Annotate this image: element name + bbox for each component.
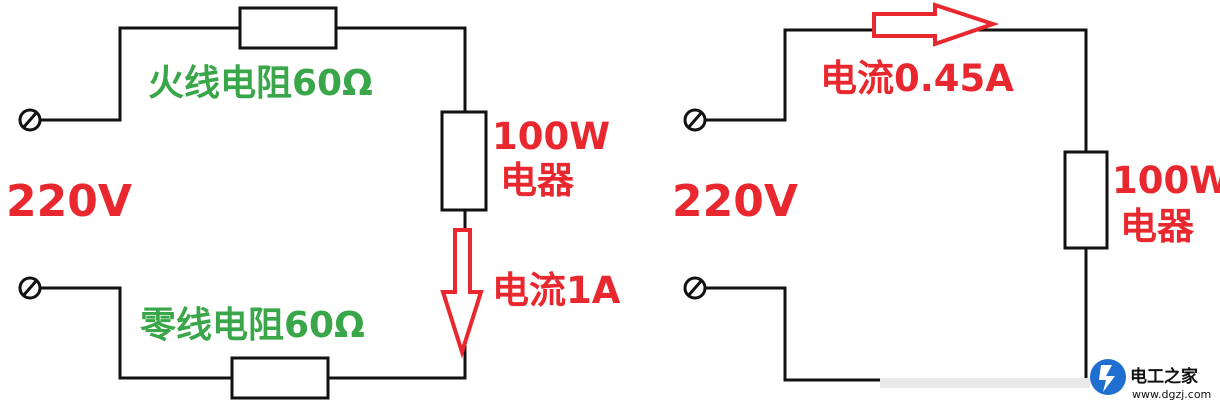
left-appliance-power-label: 100W <box>492 115 611 158</box>
live-line-resistance-label: 火线电阻60Ω <box>148 63 373 104</box>
left-appliance-resistor <box>440 110 488 212</box>
right-current-label: 电流0.45A <box>820 57 1014 100</box>
right-current-arrow <box>872 2 1000 47</box>
left-current-arrow <box>440 228 484 359</box>
right-appliance-power-label: 100W <box>1112 159 1220 202</box>
left-neutral-wire <box>40 286 232 380</box>
left-current-label: 电流1A <box>492 269 621 312</box>
watermark-name: 电工之家 <box>1130 367 1198 387</box>
live-line-resistor <box>238 6 338 50</box>
right-terminal-top <box>683 108 707 132</box>
left-appliance-name-label: 电器 <box>500 159 574 202</box>
left-circuit <box>18 6 488 400</box>
right-appliance-name-label: 电器 <box>1120 205 1194 248</box>
watermark-url: www.dgzj.com <box>1132 388 1212 401</box>
left-terminal-top <box>18 108 42 132</box>
left-voltage-label: 220V <box>6 176 132 227</box>
right-terminal-bottom <box>683 276 707 300</box>
right-return-wire <box>705 248 1088 382</box>
watermark-logo <box>880 359 1126 395</box>
right-appliance-resistor <box>1063 150 1109 250</box>
neutral-line-resistance-label: 零线电阻60Ω <box>140 305 365 346</box>
left-terminal-bottom <box>18 276 42 300</box>
neutral-line-resistor <box>230 356 330 400</box>
right-voltage-label: 220V <box>672 176 798 227</box>
right-live-wire <box>705 28 1088 152</box>
left-live-wire <box>40 26 240 122</box>
right-circuit <box>683 28 1109 382</box>
left-live-wire-right <box>336 26 467 112</box>
